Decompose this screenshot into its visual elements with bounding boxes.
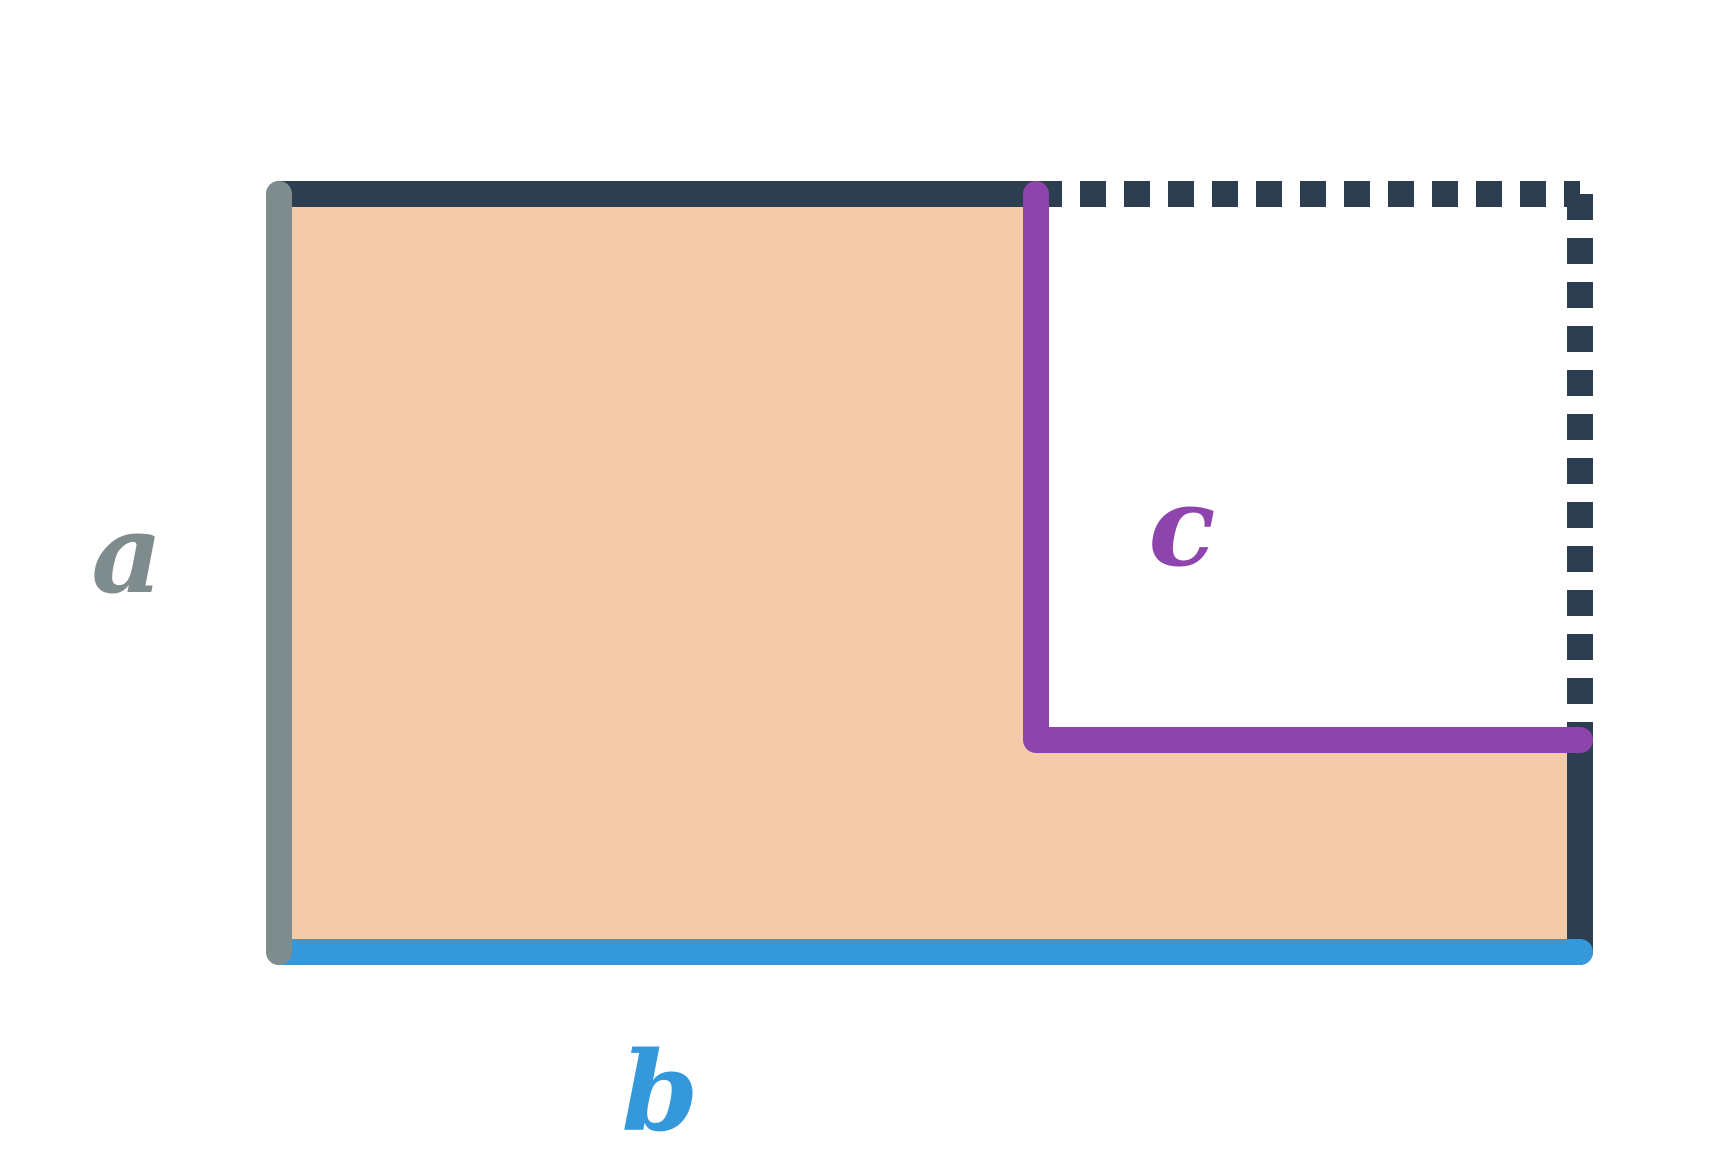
label-a: a <box>91 489 162 618</box>
label-c: c <box>1149 462 1216 591</box>
cut-c-path <box>1023 181 1593 753</box>
shaded-l-region <box>279 194 1580 952</box>
label-b: b <box>622 1027 699 1156</box>
